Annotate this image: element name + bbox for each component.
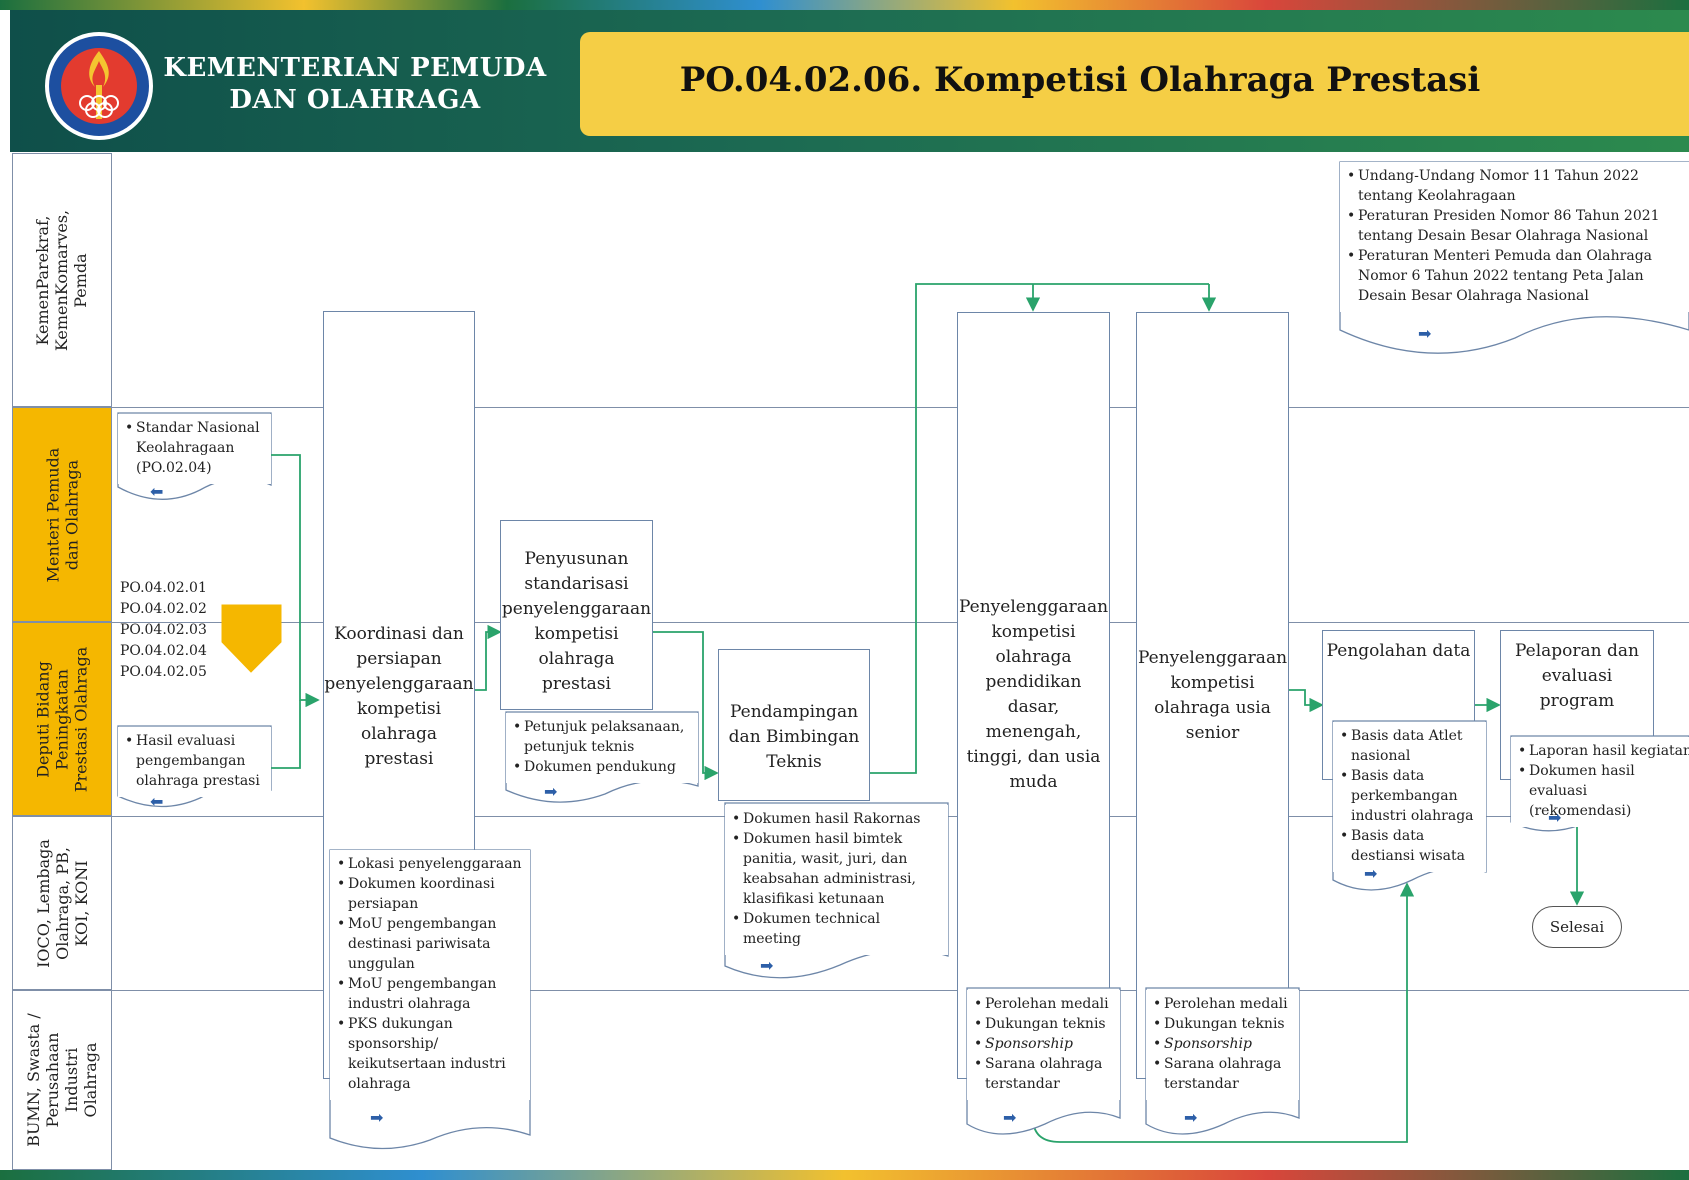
arrow-right-icon: ➡	[1003, 1108, 1017, 1127]
bottom-color-stripe	[0, 1170, 1689, 1180]
document-pengolahan-out: Basis data Atlet nasional Basis data per…	[1333, 722, 1486, 872]
connector	[271, 700, 301, 769]
doc-item: MoU pengembangan destinasi pariwisata un…	[337, 914, 524, 974]
lane-label-bumn: BUMN, Swasta / Perusahaan Industri Olahr…	[12, 990, 112, 1170]
arrow-right-icon: ➡	[1184, 1108, 1198, 1127]
arrow-right-icon: ➡	[1418, 324, 1432, 343]
lane-divider	[112, 407, 1689, 408]
doc-item: Petunjuk pelaksanaan, petunjuk teknis	[513, 717, 692, 757]
arrow-left-icon: ⬅	[150, 482, 164, 501]
arrow-right-icon: ➡	[1364, 864, 1378, 883]
doc-item: Standar Nasional Keolahragaan (PO.02.04)	[125, 418, 265, 478]
doc-item: Undang-Undang Nomor 11 Tahun 2022 tentan…	[1347, 166, 1683, 206]
arrow-left-icon: ⬅	[150, 792, 164, 811]
document-koordinasi-out: Lokasi penyelenggaraan Dokumen koordinas…	[330, 850, 530, 1100]
arrow-right-icon: ➡	[544, 782, 558, 801]
connector	[1289, 689, 1324, 713]
lane-label-deputi: Deputi Bidang Peningkatan Prestasi Olahr…	[12, 622, 112, 816]
process-penyusunan: Penyusunan standarisasi penyelenggaraan …	[500, 520, 653, 710]
doc-item: Dukungan teknis	[974, 1014, 1114, 1034]
end-terminator: Selesai	[1532, 906, 1622, 948]
doc-item: Perolehan medali	[1153, 994, 1293, 1014]
doc-item: Basis data perkembangan industri olahrag…	[1340, 766, 1480, 826]
title-banner	[580, 32, 1689, 136]
lane-label-kemenparekraf: KemenParekraf, KemenKomarves, Pemda	[12, 153, 112, 407]
lane-divider	[112, 622, 1689, 623]
doc-item: Peraturan Menteri Pemuda dan Olahraga No…	[1347, 246, 1683, 306]
doc-item: Laporan hasil kegiatan	[1518, 741, 1689, 761]
doc-item: Sarana olahraga terstandar	[974, 1054, 1114, 1094]
document-pendidikan-out: Perolehan medali Dukungan teknis Sponsor…	[967, 990, 1120, 1100]
doc-item: Dokumen hasil bimtek panitia, wasit, jur…	[732, 829, 942, 909]
document-regulasi: Undang-Undang Nomor 11 Tahun 2022 tentan…	[1340, 162, 1689, 312]
arrow-right-icon: ➡	[370, 1108, 384, 1127]
connector	[869, 283, 1209, 774]
process-kompetisi-pendidikan-text: Penyelenggaraan kompetisi olahraga pendi…	[958, 597, 1109, 792]
reference-item: PO.04.02.01	[120, 580, 207, 596]
process-kompetisi-senior: Penyelenggaraan kompetisi olahraga usia …	[1136, 312, 1289, 1079]
document-senior-out: Perolehan medali Dukungan teknis Sponsor…	[1146, 990, 1299, 1100]
doc-item: Peraturan Presiden Nomor 86 Tahun 2021 t…	[1347, 206, 1683, 246]
doc-item: Sarana olahraga terstandar	[1153, 1054, 1293, 1094]
document-penyusunan-out: Petunjuk pelaksanaan, petunjuk teknis Do…	[506, 713, 698, 783]
connector	[652, 631, 719, 781]
doc-item: PKS dukungan sponsorship/ keikutsertaan …	[337, 1014, 524, 1094]
reference-list: PO.04.02.01 PO.04.02.02 PO.04.02.03 PO.0…	[120, 578, 207, 683]
doc-item: Dokumen koordinasi persiapan	[337, 874, 524, 914]
arrow-right-icon: ➡	[1548, 808, 1562, 827]
doc-item: Basis data destiansi wisata	[1340, 826, 1480, 866]
process-pendampingan-text: Pendampingan dan Bimbingan Teknis	[728, 702, 860, 772]
doc-item: Hasil evaluasi pengembangan olahraga pre…	[125, 731, 265, 791]
reference-item: PO.04.02.04	[120, 643, 207, 659]
offpage-connector-icon	[221, 604, 282, 673]
doc-item: Dokumen hasil Rakornas	[732, 809, 942, 829]
reference-item: PO.04.02.03	[120, 622, 207, 638]
connector	[271, 454, 320, 708]
document-hasil-evaluasi: Hasil evaluasi pengembangan olahraga pre…	[118, 727, 271, 797]
doc-item: Perolehan medali	[974, 994, 1114, 1014]
process-kompetisi-pendidikan: Penyelenggaraan kompetisi olahraga pendi…	[957, 312, 1110, 1079]
doc-item: Dokumen hasil evaluasi (rekomendasi)	[1518, 761, 1683, 821]
doc-item: Sponsorship	[1153, 1034, 1293, 1054]
process-pelaporan-text: Pelaporan dan evaluasi program	[1514, 641, 1639, 711]
lane-divider	[112, 990, 1689, 991]
process-penyusunan-text: Penyusunan standarisasi penyelenggaraan …	[501, 549, 652, 694]
doc-item: Dukungan teknis	[1153, 1014, 1293, 1034]
process-pengolahan-text: Pengolahan data	[1326, 641, 1471, 661]
connector	[474, 624, 502, 691]
process-pendampingan: Pendampingan dan Bimbingan Teknis	[718, 649, 870, 801]
doc-item: Lokasi penyelenggaraan	[337, 854, 524, 874]
ministry-emblem-icon	[45, 32, 153, 140]
organization-name-line2: DAN OLAHRAGA	[229, 85, 481, 115]
document-pelaporan-out: Laporan hasil kegiatan Dokumen hasil eva…	[1511, 737, 1689, 827]
top-color-stripe	[0, 0, 1689, 10]
organization-name-line1: KEMENTERIAN PEMUDA	[163, 53, 547, 83]
doc-item: Sponsorship	[974, 1034, 1114, 1054]
doc-item: Dokumen pendukung	[513, 757, 692, 777]
process-koordinasi-text: Koordinasi dan persiapan penyelenggaraan…	[324, 624, 474, 769]
page-title: PO.04.02.06. Kompetisi Olahraga Prestasi	[679, 60, 1481, 100]
doc-item: Basis data Atlet nasional	[1340, 726, 1480, 766]
lane-label-ioco: IOCO, Lembaga Olahraga, PB, KOI, KONI	[12, 816, 112, 990]
doc-item: MoU pengembangan industri olahraga	[337, 974, 524, 1014]
reference-item: PO.04.02.05	[120, 664, 207, 680]
document-standar: Standar Nasional Keolahragaan (PO.02.04)	[118, 414, 271, 484]
reference-item: PO.04.02.02	[120, 601, 207, 617]
lane-label-menteri: Menteri Pemuda dan Olahraga	[12, 407, 112, 622]
process-kompetisi-senior-text: Penyelenggaraan kompetisi olahraga usia …	[1137, 648, 1288, 743]
organization-name: KEMENTERIAN PEMUDA DAN OLAHRAGA	[160, 52, 550, 116]
arrow-right-icon: ➡	[760, 956, 774, 975]
document-pendampingan-out: Dokumen hasil Rakornas Dokumen hasil bim…	[725, 805, 948, 955]
doc-item: Dokumen technical meeting	[732, 909, 942, 949]
